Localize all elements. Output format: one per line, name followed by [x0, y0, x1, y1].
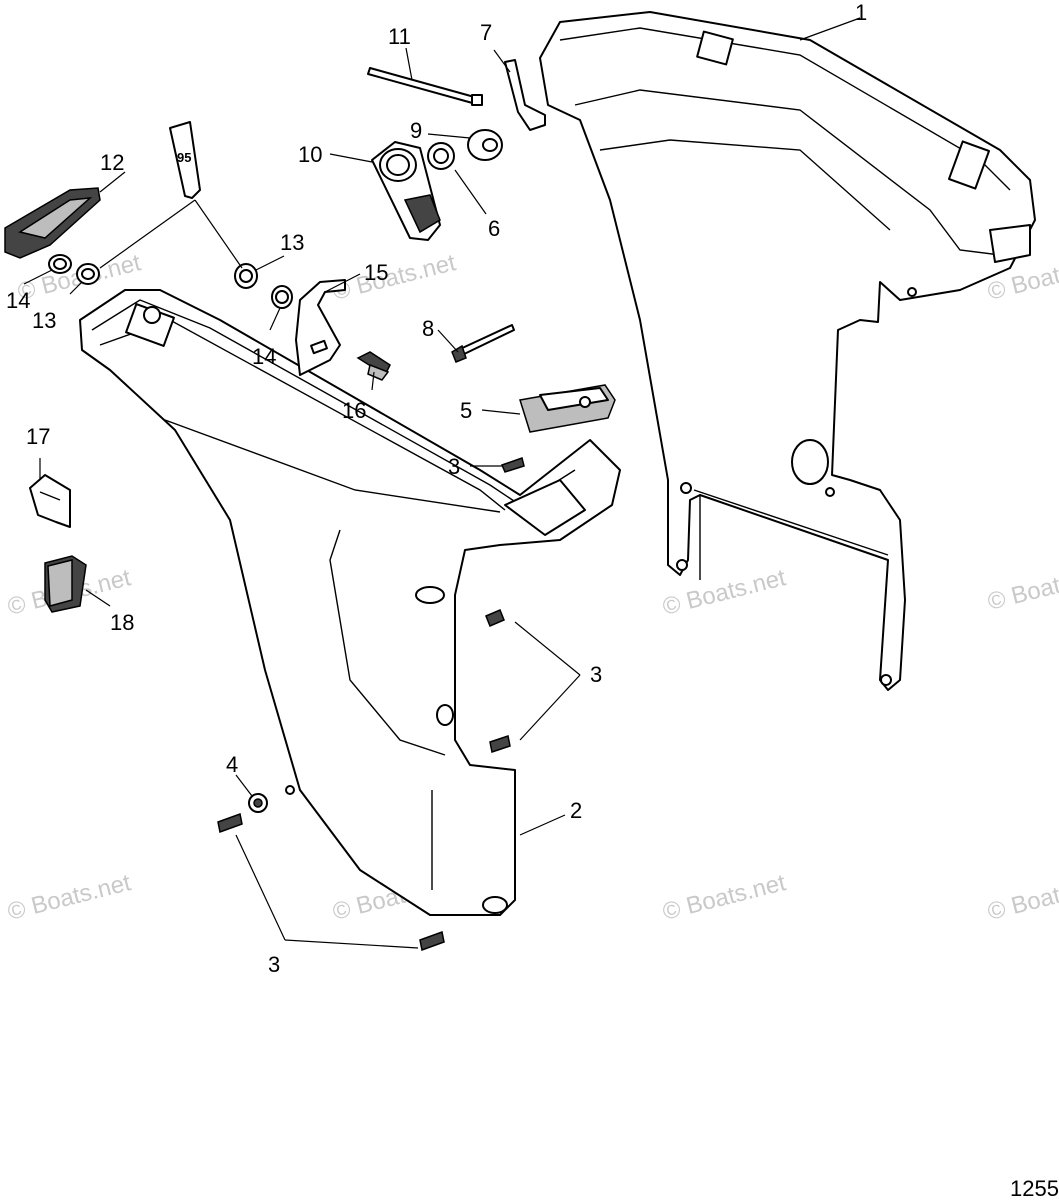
figure-number: 1255 [1010, 1176, 1059, 1200]
callout-labels: 1 11 7 9 10 6 12 13 15 14 13 14 8 16 5 3… [6, 0, 867, 977]
leader-lines [23, 17, 861, 949]
callout-14-left: 14 [6, 288, 30, 313]
callout-3-lower: 3 [268, 952, 280, 977]
callout-14-right: 14 [252, 344, 276, 369]
callout-7: 7 [480, 20, 492, 45]
screws-part-3 [217, 457, 525, 952]
front-cowl-part-2 [79, 289, 621, 916]
callout-13-right: 13 [280, 230, 304, 255]
callout-13-left: 13 [32, 308, 56, 333]
callout-4: 4 [226, 752, 238, 777]
callout-5: 5 [460, 398, 472, 423]
watermark: © Boats.net [330, 249, 459, 306]
callout-3-upper: 3 [448, 454, 460, 479]
handle-part-12 [4, 187, 101, 259]
callout-12: 12 [100, 150, 124, 175]
callout-10: 10 [298, 142, 322, 167]
callout-9: 9 [410, 118, 422, 143]
bolt-part-16 [356, 351, 391, 381]
callout-17: 17 [26, 424, 50, 449]
callout-15: 15 [364, 260, 388, 285]
callout-11: 11 [388, 24, 411, 49]
washers [48, 254, 293, 309]
bracket-part-7 [504, 59, 546, 131]
clip-part-17 [29, 474, 71, 528]
latch-plate-part-15 [295, 279, 346, 376]
tube-text: 95 [177, 150, 191, 165]
callout-2: 2 [570, 798, 582, 823]
callout-16: 16 [342, 398, 366, 423]
cover-part-5 [519, 384, 616, 433]
grommet-plate-part-10 [371, 141, 441, 241]
watermark: © Boats.net [985, 869, 1059, 926]
callout-1: 1 [855, 0, 867, 25]
callout-8: 8 [422, 316, 434, 341]
watermark: © Boats.net [985, 559, 1059, 616]
callout-6: 6 [488, 216, 500, 241]
rod-part-11 [367, 67, 483, 106]
callout-18: 18 [110, 610, 134, 635]
grommet-part-9 [427, 129, 503, 170]
rear-cowl-part-1 [539, 11, 1036, 691]
watermark: © Boats.net [5, 869, 134, 926]
switch-part-18 [44, 555, 87, 613]
grease-tube-95: 95 [169, 121, 201, 199]
screw-part-8 [451, 324, 515, 363]
callout-3-middle: 3 [590, 662, 602, 687]
watermark: © Boats.net [660, 869, 789, 926]
